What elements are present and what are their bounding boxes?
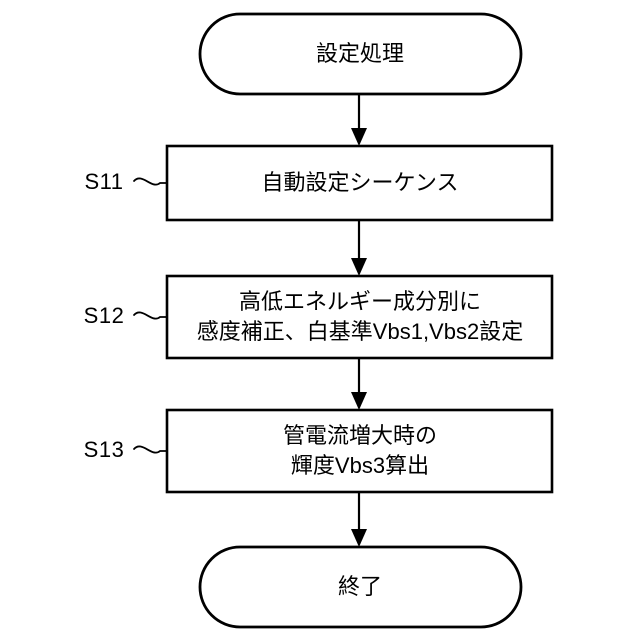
start-terminal-node: 設定処理 — [198, 12, 523, 96]
connector-s12-to-s13-arrowhead — [351, 392, 367, 410]
step-label-s12: S12 — [84, 303, 125, 328]
step-label-s11: S11 — [84, 169, 123, 194]
process-node-s13: 管電流増大時の 輝度Vbs3算出 — [165, 408, 554, 494]
process-node-s13-line-2: 輝度Vbs3算出 — [291, 453, 429, 478]
connector-s11-to-s12 — [351, 220, 367, 276]
process-node-s13-line-1: 管電流増大時の — [283, 423, 437, 448]
step-label-s13-leader — [133, 445, 168, 454]
connector-s13-to-end — [351, 492, 367, 547]
step-label-s12-group: S12 — [84, 303, 168, 328]
start-terminal-label: 設定処理 — [316, 41, 404, 66]
connector-s13-to-end-arrowhead — [351, 529, 367, 547]
end-terminal-node: 終了 — [198, 545, 523, 629]
process-node-s11-shape — [165, 144, 554, 222]
connector-s11-to-s12-arrowhead — [351, 258, 367, 276]
end-terminal-shape — [198, 545, 523, 629]
process-node-s11: 自動設定シーケンス — [165, 144, 554, 222]
process-node-s12-line-2: 感度補正、白基準Vbs1,Vbs2設定 — [197, 319, 523, 344]
process-node-s12-line-1: 高低エネルギー成分別に — [239, 289, 481, 314]
connector-start-to-s11 — [351, 94, 367, 146]
process-node-s12: 高低エネルギー成分別に 感度補正、白基準Vbs1,Vbs2設定 — [165, 274, 554, 360]
process-node-s11-line-1: 自動設定シーケンス — [262, 170, 459, 195]
step-label-s13-group: S13 — [84, 437, 168, 462]
step-label-s11-group: S11 — [84, 169, 168, 194]
connector-s12-to-s13 — [351, 358, 367, 410]
step-label-s11-leader — [133, 177, 168, 186]
process-node-s13-shape — [165, 408, 554, 494]
step-label-s12-leader — [133, 311, 168, 320]
end-terminal-label: 終了 — [338, 574, 382, 599]
start-terminal-shape — [198, 12, 523, 96]
connector-start-to-s11-arrowhead — [351, 128, 367, 146]
step-label-s13: S13 — [84, 437, 125, 462]
